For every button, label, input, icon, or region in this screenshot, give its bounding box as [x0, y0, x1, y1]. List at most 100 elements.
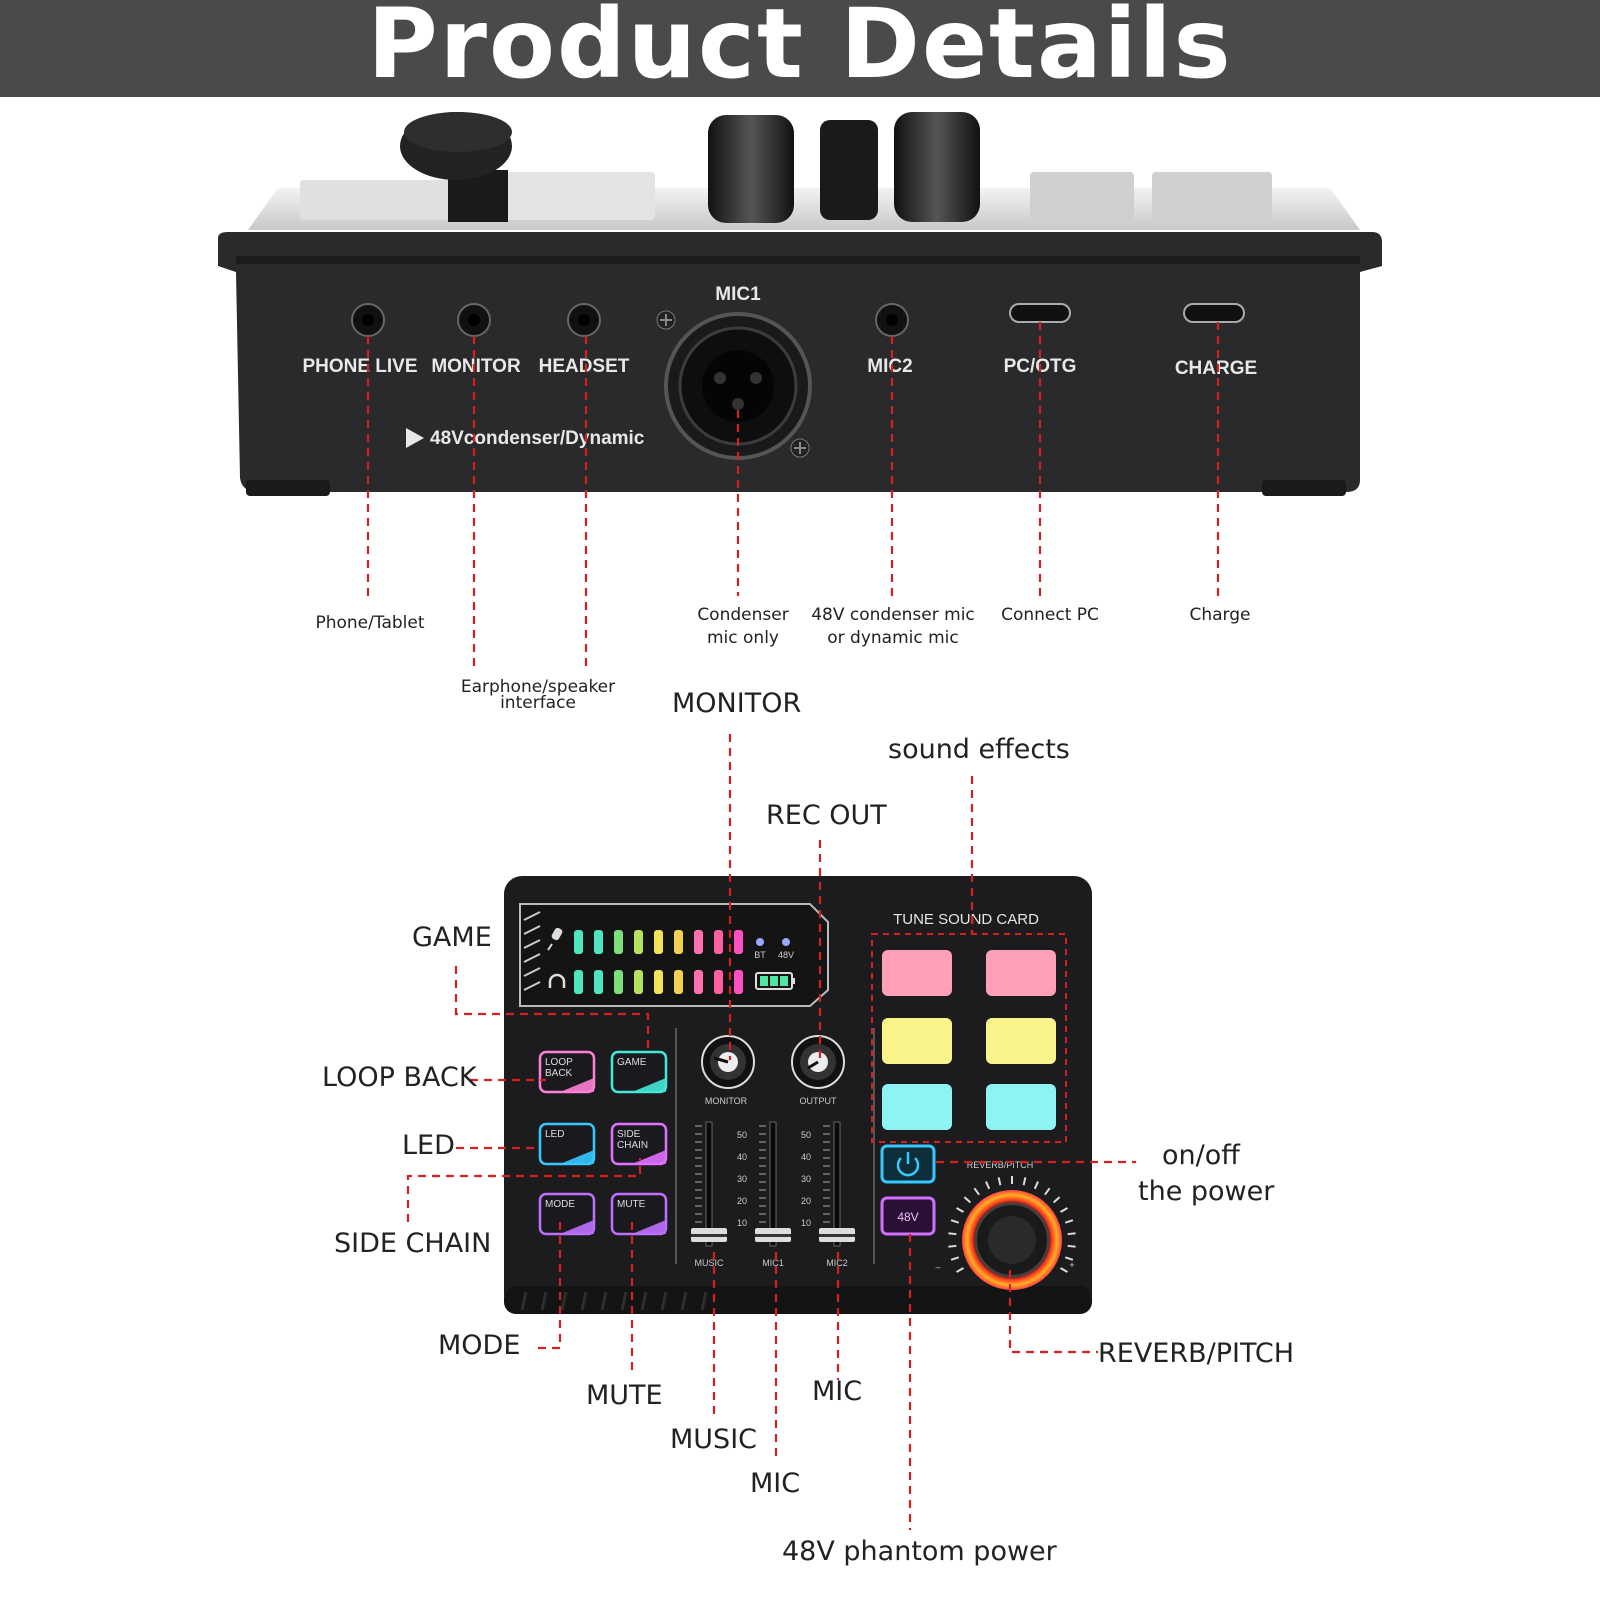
meter-segment	[634, 930, 643, 954]
output-knob-label: OUTPUT	[800, 1096, 838, 1106]
fader-scale-number: 20	[737, 1196, 747, 1206]
fader-scale-number: 10	[737, 1218, 747, 1228]
meter-segment	[734, 930, 743, 954]
reverb-scale	[948, 1176, 1076, 1273]
meter-segment	[714, 930, 723, 954]
callout-music: MUSIC	[670, 1424, 758, 1455]
meter-segment	[654, 930, 663, 954]
bt-indicator-icon	[756, 938, 764, 946]
screw-icon	[790, 438, 810, 458]
xlr-combo-jack-icon	[664, 312, 812, 460]
pad-label: LOOP	[545, 1057, 573, 1068]
meter-segment	[574, 930, 583, 954]
rear-slider-knob-icon	[820, 120, 878, 220]
fader-scale-number: 50	[737, 1130, 747, 1140]
mic-level-meter	[574, 930, 743, 954]
meter-segment	[674, 970, 683, 994]
port-label-mic1: MIC1	[715, 284, 761, 305]
callout-charge: Charge	[1189, 605, 1251, 625]
fader-scale-number: 20	[801, 1196, 811, 1206]
meter-segment	[714, 970, 723, 994]
fader-scale-number: 30	[801, 1174, 811, 1184]
fader-scale-number: 10	[801, 1218, 811, 1228]
play-arrow-icon	[406, 428, 424, 448]
effect-pad	[882, 950, 952, 996]
effect-pad	[882, 1018, 952, 1064]
effects-outline	[871, 933, 1067, 1143]
fader-label-mic2: MIC2	[826, 1258, 848, 1268]
callout-mic2-1: 48V condenser mic	[811, 605, 975, 625]
port-label-monitor: MONITOR	[431, 356, 521, 377]
pad-label: MUTE	[617, 1199, 646, 1210]
plus-label: +	[1069, 1260, 1074, 1270]
effect-pad	[986, 950, 1056, 996]
page-title: Product Details	[367, 0, 1233, 100]
device-foot	[1262, 480, 1346, 496]
port-label-mic2: MIC2	[867, 356, 912, 377]
rear-callout-lines	[366, 322, 1220, 668]
pad-label: BACK	[545, 1068, 573, 1079]
48v-button	[880, 1196, 936, 1236]
monitor-knob-label: MONITOR	[705, 1096, 748, 1106]
usb-c-port-icon	[1183, 303, 1245, 323]
callout-game: GAME	[412, 922, 492, 953]
fader-icon	[691, 1121, 727, 1247]
jack-icon	[457, 303, 491, 337]
meter-segment	[694, 970, 703, 994]
meter-segment	[574, 970, 583, 994]
monitor-knob-icon	[701, 1035, 755, 1089]
power-button-icon	[880, 1144, 936, 1184]
meter-segment	[614, 930, 623, 954]
port-label-phone-live: PHONE LIVE	[302, 356, 417, 377]
pad-label: SIDE	[617, 1129, 641, 1140]
printed-note: 48Vcondenser/Dynamic	[430, 428, 645, 449]
effect-pad	[986, 1084, 1056, 1130]
callout-mode: MODE	[438, 1330, 521, 1361]
meter-segment	[594, 930, 603, 954]
callout-the-power: the power	[1138, 1176, 1275, 1207]
callout-on-off: on/off	[1162, 1140, 1240, 1171]
callout-side-chain: SIDE CHAIN	[334, 1228, 492, 1259]
header-banner: Product Details	[0, 0, 1600, 97]
pad-label: MODE	[545, 1199, 575, 1210]
callout-earphone-1: Earphone/speaker	[460, 677, 616, 697]
top-callout-lines	[406, 734, 1136, 1530]
pad-label: CHAIN	[617, 1140, 648, 1151]
pad-label: GAME	[617, 1057, 647, 1068]
fader-icon	[755, 1121, 791, 1247]
meter-segment	[674, 930, 683, 954]
callout-loop-back: LOOP BACK	[322, 1062, 477, 1093]
effect-pad	[986, 1018, 1056, 1064]
fader-scale-number: 50	[801, 1130, 811, 1140]
fader-label-music: MUSIC	[695, 1258, 725, 1268]
minus-label: –	[935, 1262, 940, 1272]
bt-label: BT	[754, 950, 766, 960]
rear-top-pad	[300, 180, 468, 220]
callout-sound-effects: sound effects	[888, 734, 1070, 765]
callout-earphone-2: interface	[500, 693, 576, 713]
callout-connect-pc: Connect PC	[1001, 605, 1099, 625]
rear-top-pad	[505, 172, 655, 220]
rear-slider-knob-icon	[894, 112, 980, 222]
device-foot	[246, 480, 330, 496]
48v-button-label: 48V	[897, 1210, 918, 1224]
fader-scale-number: 40	[737, 1152, 747, 1162]
48v-small-label: 48V	[778, 950, 794, 960]
meter-segment	[654, 970, 663, 994]
callout-led: LED	[402, 1130, 455, 1161]
usb-c-port-icon	[1009, 303, 1071, 323]
callout-phone-tablet: Phone/Tablet	[315, 613, 425, 633]
tune-sound-card-label: TUNE SOUND CARD	[893, 911, 1039, 928]
effect-pad	[882, 1084, 952, 1130]
headphone-meter-icon	[548, 973, 566, 988]
rear-top-pad	[1152, 172, 1272, 220]
48v-indicator-icon	[782, 938, 790, 946]
callout-condenser-1: Condenser	[697, 605, 789, 625]
rear-top-pad	[1030, 172, 1134, 220]
meter-segment	[694, 930, 703, 954]
meter-segment	[594, 970, 603, 994]
pad-mode: MODE	[538, 1192, 596, 1236]
